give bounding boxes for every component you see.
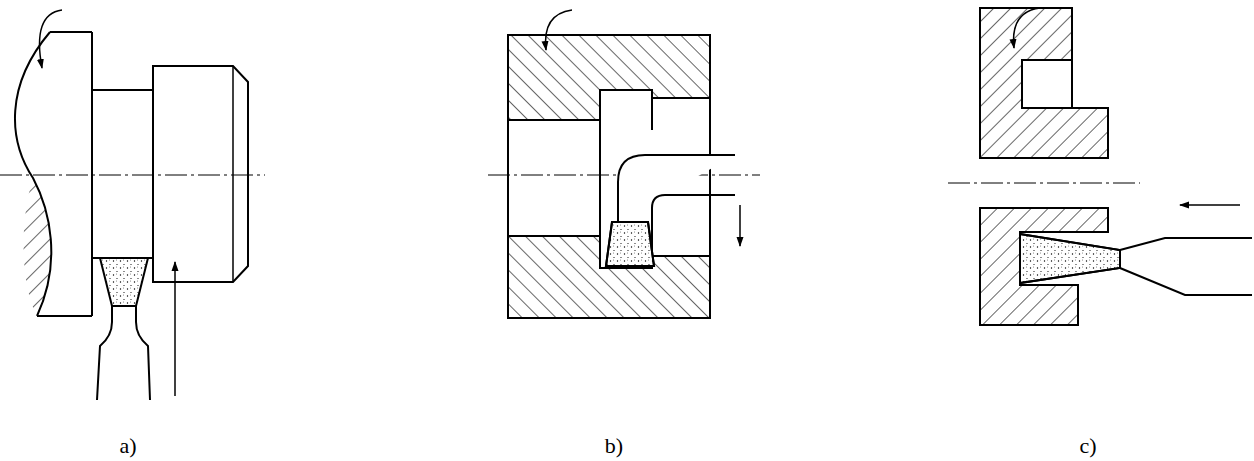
figure-label: c) (1079, 435, 1096, 457)
figure-label: a) (119, 435, 136, 457)
figure-b (488, 10, 760, 318)
figure-a (0, 10, 265, 400)
figure-label: b) (605, 435, 623, 457)
figure-c (948, 8, 1252, 325)
